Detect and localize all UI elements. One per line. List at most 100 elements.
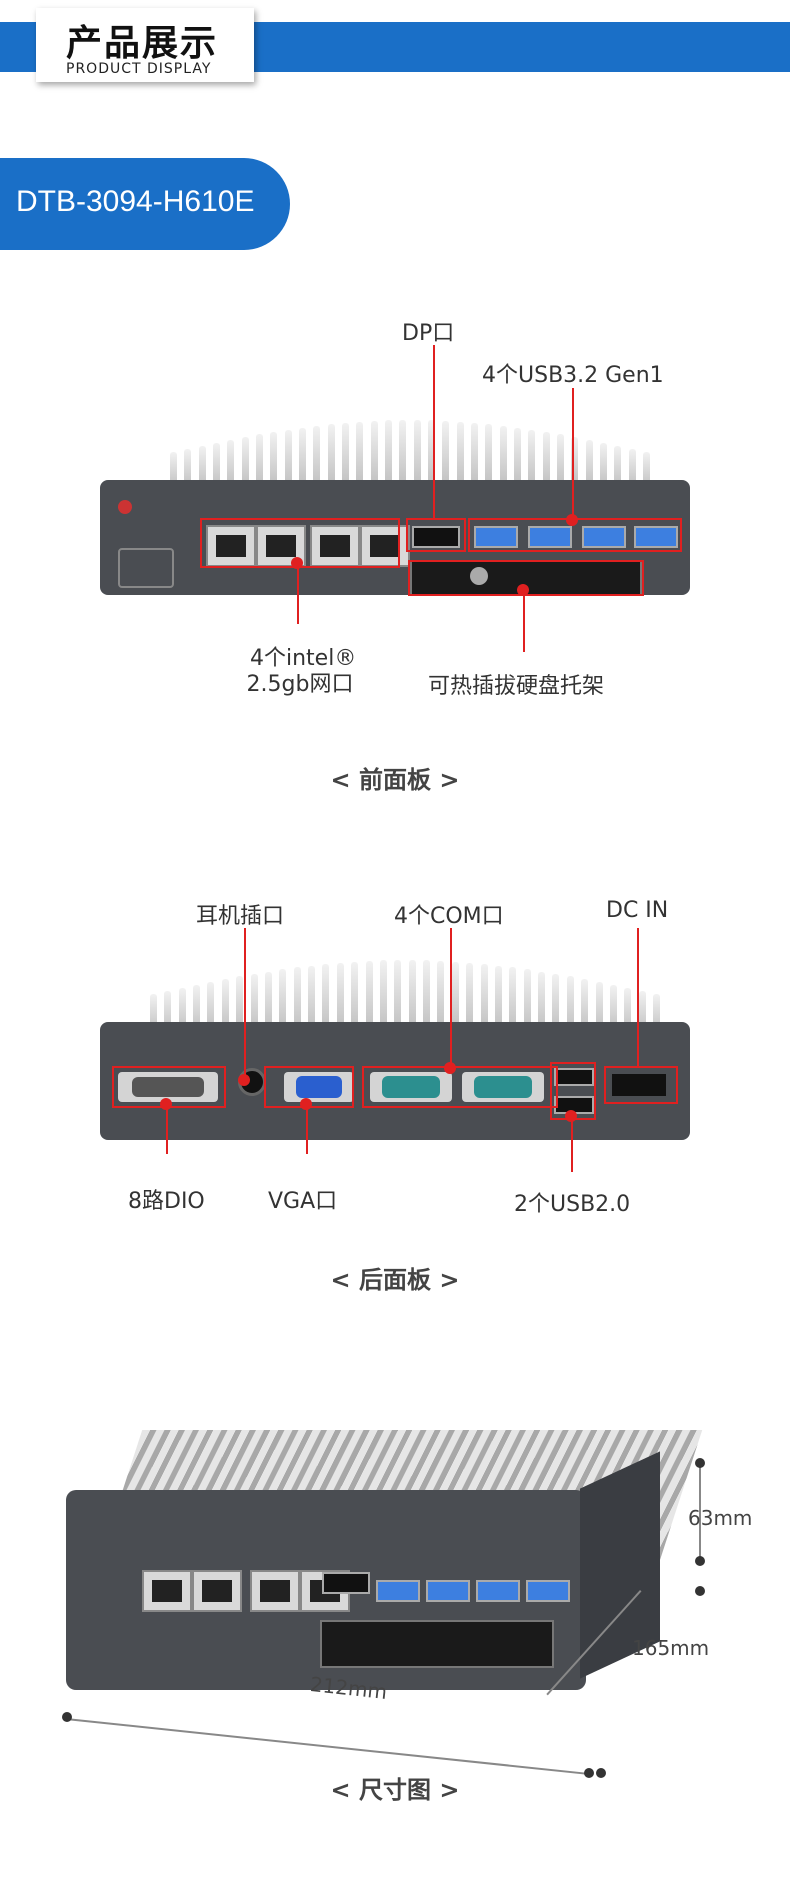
com-connector — [462, 1072, 544, 1102]
heatsink-fin — [552, 973, 560, 1035]
usb3-port — [426, 1580, 470, 1602]
heatsink-fin — [327, 424, 335, 490]
heatsink-fin — [408, 960, 416, 1035]
heatsink-fin — [184, 448, 192, 490]
heatsink-fin — [308, 965, 316, 1035]
heatsink-fin — [585, 439, 593, 490]
heatsink-fin — [600, 442, 607, 490]
caption-rear-panel: < 后面板 > — [330, 1266, 460, 1294]
callout-dot — [291, 557, 303, 569]
heatsink-fin — [164, 990, 172, 1035]
heatsink-fins — [170, 420, 650, 490]
heatsink-fin — [451, 961, 459, 1035]
caption-front-panel: < 前面板 > — [330, 766, 460, 794]
heatsink-fin — [494, 965, 502, 1035]
label-dio: 8路DIO — [128, 1189, 205, 1214]
callout-dot — [160, 1098, 172, 1110]
heatsink-fin — [423, 960, 431, 1035]
callout-line-dcin — [637, 928, 639, 1068]
dimension-endpoint — [695, 1556, 705, 1566]
heatsink-fin — [342, 422, 349, 490]
model-badge: DTB-3094-H610E — [0, 158, 290, 250]
front-panel-image — [100, 420, 690, 600]
dimension-endpoint — [62, 1712, 72, 1722]
dio-connector — [118, 1072, 218, 1102]
heatsink-fin — [638, 990, 646, 1035]
heatsink-fin — [571, 437, 579, 490]
rear-panel-image — [100, 960, 690, 1145]
heatsink-fin — [313, 425, 321, 490]
section-subtitle: PRODUCT DISPLAY — [66, 61, 212, 77]
heatsink-fin — [370, 420, 378, 490]
callout-dot — [517, 584, 529, 596]
callout-line-audio — [244, 928, 246, 1078]
heatsink-fin — [213, 442, 220, 490]
callout-line-lan — [297, 564, 299, 624]
usb3-port — [474, 526, 518, 548]
heatsink-fin — [193, 984, 201, 1035]
dimension-endpoint — [584, 1768, 594, 1778]
callout-line-vga — [306, 1104, 308, 1154]
callout-box-com — [362, 1066, 558, 1108]
heatsink-fin — [614, 445, 622, 490]
callout-line-dp — [433, 345, 435, 520]
heatsink-fin — [566, 976, 574, 1035]
heatsink-fin — [485, 424, 493, 490]
heatsink-fin — [595, 981, 603, 1035]
lan-port — [250, 1570, 300, 1612]
usb3-port — [528, 526, 572, 548]
heatsink-fin — [241, 437, 249, 490]
hdd-tray — [320, 1620, 554, 1668]
heatsink-fins — [150, 960, 660, 1035]
heatsink-fin — [227, 439, 235, 490]
tray-screw-icon — [470, 567, 488, 585]
callout-dot — [444, 1062, 456, 1074]
heatsink-fin — [581, 979, 589, 1035]
dc-in-terminal — [612, 1074, 666, 1096]
dimension-endpoint — [695, 1458, 705, 1468]
dimension-line-height — [699, 1462, 701, 1562]
heatsink-fin — [250, 973, 258, 1035]
heatsink-fin — [284, 429, 292, 490]
heatsink-fin — [628, 448, 636, 490]
callout-line-usb2 — [571, 1116, 573, 1172]
callout-box-dp — [406, 518, 466, 552]
heatsink-fin — [356, 421, 364, 490]
heatsink-fin — [256, 434, 263, 490]
lan-port — [360, 525, 410, 567]
caption-dimensions: < 尺寸图 > — [330, 1776, 460, 1804]
heatsink-fin — [624, 987, 632, 1035]
callout-line-hdd — [523, 592, 525, 652]
label-vga: VGA口 — [268, 1189, 338, 1214]
callout-dot — [300, 1098, 312, 1110]
heatsink-fin — [528, 429, 536, 490]
power-button — [118, 500, 132, 514]
heatsink-fin — [270, 432, 278, 490]
heatsink-fin — [399, 420, 407, 490]
section-title: 产品展示 — [66, 23, 219, 64]
lan-port — [310, 525, 360, 567]
callout-dot — [566, 514, 578, 526]
heatsink-fin — [466, 962, 474, 1035]
callout-dot — [565, 1110, 577, 1122]
lan-port — [142, 1570, 192, 1612]
heatsink-fin — [509, 967, 517, 1035]
heatsink-fin — [557, 434, 564, 490]
heatsink-fin — [514, 427, 521, 490]
dp-port — [412, 526, 460, 548]
dimension-view-image — [60, 1430, 703, 1730]
model-name: DTB-3094-H610E — [16, 185, 255, 218]
heatsink-fin — [499, 425, 507, 490]
callout-line-usb — [572, 388, 574, 522]
section-header: 产品展示 PRODUCT DISPLAY — [36, 8, 254, 82]
callout-box-dcin — [604, 1066, 678, 1104]
heatsink-fin — [293, 967, 301, 1035]
heatsink-fin — [351, 961, 359, 1035]
heatsink-fin — [198, 445, 206, 490]
label-lan-line2: 2.5gb网口 — [246, 672, 354, 697]
label-usb2: 2个USB2.0 — [514, 1192, 631, 1217]
com-connector — [370, 1072, 452, 1102]
dimension-endpoint — [596, 1768, 606, 1778]
usb3-port — [376, 1580, 420, 1602]
heatsink-fin — [653, 993, 660, 1035]
